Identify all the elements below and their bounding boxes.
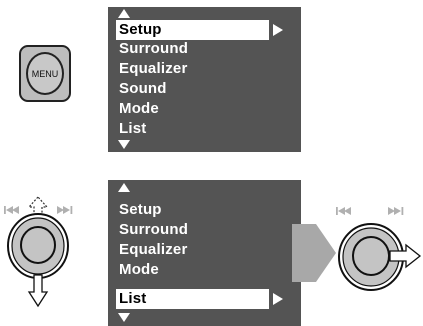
menu-button-label: MENU bbox=[31, 68, 59, 79]
menu-item-surround[interactable]: Surround bbox=[119, 40, 189, 57]
menu-screen-top: Setup Surround Equalizer Sound Mode List bbox=[108, 7, 301, 152]
menu-button[interactable]: MENU bbox=[19, 45, 71, 102]
submenu-arrow-icon bbox=[273, 24, 283, 36]
down-arrow-icon bbox=[27, 274, 49, 308]
submenu-arrow-icon bbox=[273, 293, 283, 305]
menu-screen-bottom: Setup Surround Equalizer Mode List bbox=[108, 180, 301, 326]
menu-item-surround[interactable]: Surround bbox=[119, 221, 189, 238]
right-control-dial[interactable] bbox=[330, 196, 423, 306]
menu-item-mode[interactable]: Mode bbox=[119, 261, 159, 278]
scroll-up-icon bbox=[118, 183, 130, 192]
menu-item-equalizer[interactable]: Equalizer bbox=[119, 241, 188, 258]
skip-forward-icon bbox=[388, 207, 404, 215]
right-arrow-icon bbox=[389, 243, 422, 269]
left-control-dial[interactable] bbox=[0, 195, 80, 310]
menu-item-sound[interactable]: Sound bbox=[119, 80, 167, 97]
skip-back-icon bbox=[336, 207, 351, 215]
dial-knob bbox=[7, 213, 69, 279]
dashed-up-arrow-icon bbox=[27, 196, 49, 221]
menu-item-setup[interactable]: Setup bbox=[116, 20, 269, 40]
big-right-arrow-icon bbox=[292, 224, 336, 282]
menu-item-equalizer[interactable]: Equalizer bbox=[119, 60, 188, 77]
menu-button-face: MENU bbox=[26, 52, 64, 95]
menu-item-list[interactable]: List bbox=[119, 120, 147, 137]
menu-item-list[interactable]: List bbox=[116, 289, 269, 309]
menu-item-mode[interactable]: Mode bbox=[119, 100, 159, 117]
menu-item-setup[interactable]: Setup bbox=[119, 201, 162, 218]
scroll-up-icon bbox=[118, 9, 130, 18]
skip-back-icon bbox=[4, 206, 19, 214]
scroll-down-icon bbox=[118, 313, 130, 322]
scroll-down-icon bbox=[118, 140, 130, 149]
skip-forward-icon bbox=[57, 206, 73, 214]
